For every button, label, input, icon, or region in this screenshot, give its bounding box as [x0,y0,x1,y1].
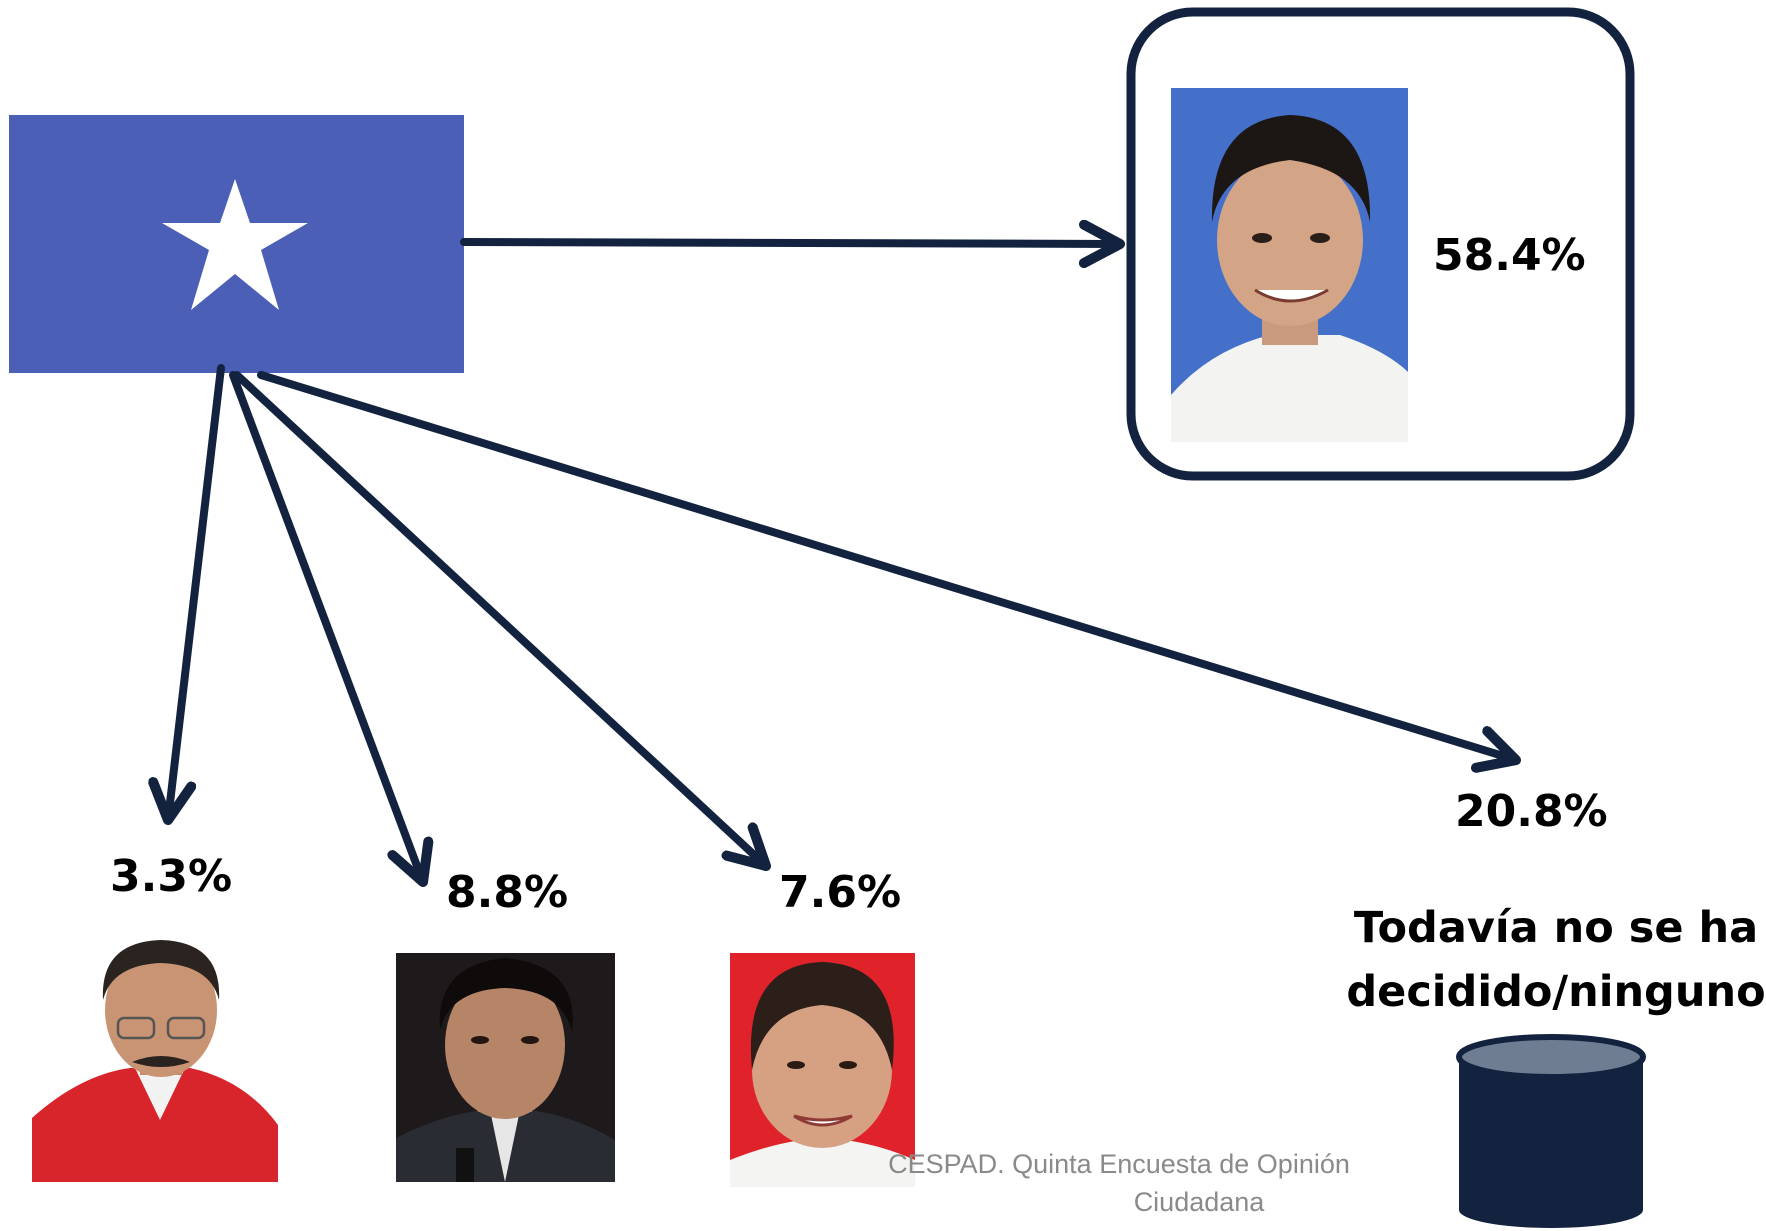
arrow-to-candidate-1 [168,364,225,820]
candidate-3-photo [730,953,915,1187]
arrow-to-undecided [257,371,1516,760]
source-line1: CESPAD. Quinta Encuesta de Opinión [888,1149,1350,1179]
cylinder-icon [1456,1034,1646,1228]
undecided-percent: 20.8% [1455,786,1608,837]
main-candidate-percent: 58.4% [1433,230,1586,281]
arrow-to-candidate-3 [233,371,766,866]
main-candidate-frame [1126,7,1635,481]
undecided-label-line2: decidido/ninguno [1346,967,1765,1017]
arrow-to-candidate-2 [229,371,423,882]
main-candidate-photo [1171,88,1408,442]
arrow-to-main-candidate [460,242,1120,244]
arrows [168,242,1516,882]
candidate-1-percent: 3.3% [110,851,232,902]
undecided-label-line1: Todavía no se ha [1354,903,1758,953]
candidate-1-photo [32,935,278,1182]
candidate-2-percent: 8.8% [446,867,568,918]
candidate-2-photo [396,953,615,1182]
party-flag-star-icon [9,115,464,373]
source-line2: Ciudadana [1134,1187,1266,1217]
candidate-3-percent: 7.6% [779,867,901,918]
